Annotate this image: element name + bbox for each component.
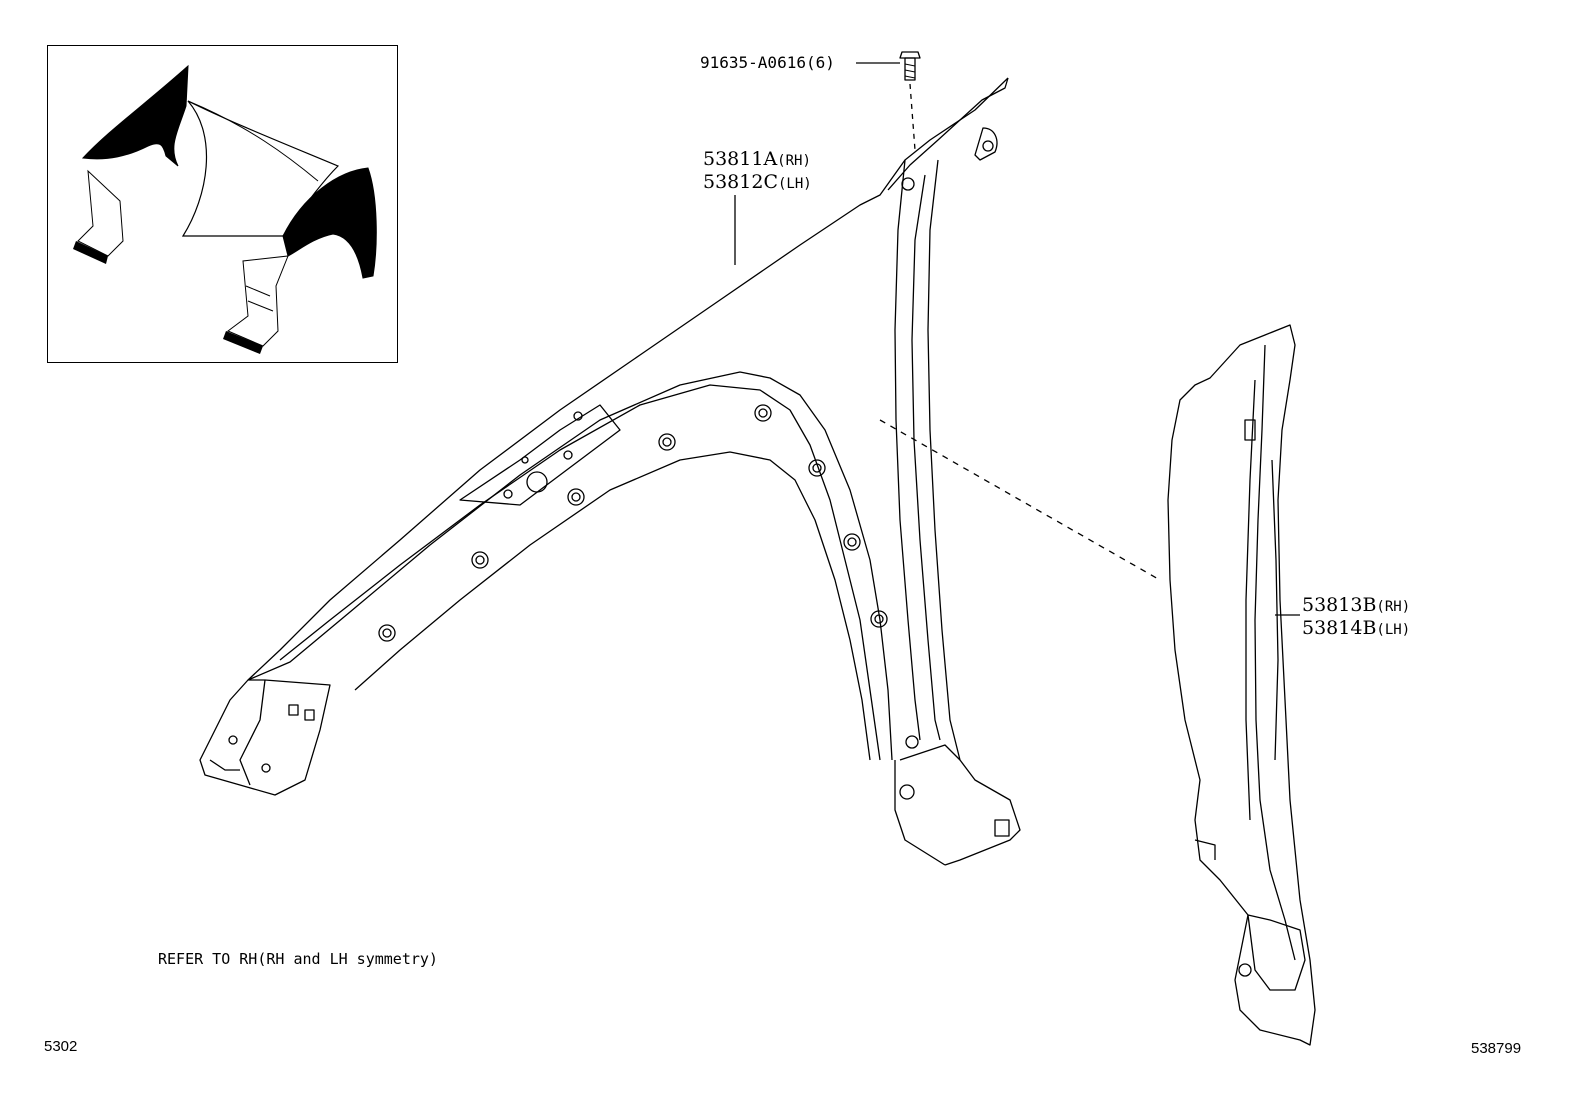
footer-left-code: 5302	[44, 1038, 78, 1055]
locator-inset	[47, 45, 398, 363]
fender-rh-side: (RH)	[777, 153, 811, 169]
bolt-guide-line	[909, 83, 916, 151]
liner-lh-side: (LH)	[1376, 622, 1411, 638]
fender-lh-part-number: 53812C	[703, 171, 778, 193]
liner-rh-callout: 53813B(RH)	[1302, 596, 1410, 615]
fender-rh-callout: 53811A(RH)	[703, 150, 811, 169]
symmetry-note: REFER TO RH(RH and LH symmetry)	[158, 950, 438, 968]
fender-lh-callout: 53812C(LH)	[703, 173, 812, 192]
liner-lh-callout: 53814B(LH)	[1302, 619, 1410, 638]
locator-vehicle-front-illustration	[73, 64, 377, 354]
bolt-callout: 91635-A0616(6)	[700, 53, 835, 72]
fender-lh-side: (LH)	[777, 176, 812, 192]
liner-lh-part-number: 53814B	[1302, 617, 1377, 639]
front-fender-panel	[199, 77, 1021, 866]
liner-rh-part-number: 53813B	[1302, 594, 1377, 616]
bolt-part	[899, 51, 921, 81]
liner-guide-line	[879, 419, 1161, 581]
footer-right-code: 538799	[1471, 1040, 1522, 1057]
liner-rh-side: (RH)	[1376, 599, 1411, 615]
fender-rh-part-number: 53811A	[703, 148, 778, 170]
fender-liner-part	[1167, 324, 1316, 1046]
